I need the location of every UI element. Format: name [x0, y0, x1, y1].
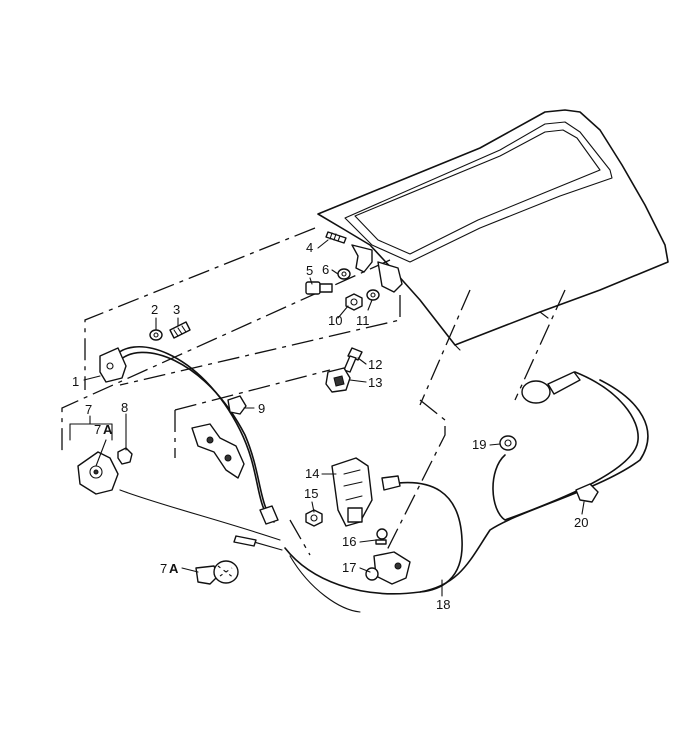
callout-14: 14 [305, 466, 319, 481]
part-1-bracket [99, 347, 127, 383]
assembly-frames [61, 227, 566, 561]
callout-18: 18 [436, 597, 450, 612]
callout-9: 9 [258, 401, 265, 416]
callout-12: 12 [368, 357, 382, 372]
callout-7: 7 [85, 402, 92, 417]
part-5-bolt [305, 281, 333, 295]
callout-15: 15 [304, 486, 318, 501]
part-11-washer [366, 289, 380, 301]
part-7-release-lever [77, 451, 119, 495]
callout-5: 5 [306, 263, 313, 278]
part-17-lock-cylinder [365, 551, 411, 585]
callout-6: 6 [322, 262, 329, 277]
cable-terminals [233, 475, 401, 547]
callout-17: 17 [342, 560, 356, 575]
lid-cable-connector [521, 371, 581, 404]
callout-11: 11 [356, 313, 370, 328]
callout-16: 16 [342, 534, 356, 549]
callout-7a-letter: A [103, 422, 113, 437]
callout-3: 3 [173, 302, 180, 317]
part-9-clip [227, 395, 247, 415]
part-16-screw [375, 528, 388, 545]
part-14-latch [331, 457, 373, 527]
part-2-washer [149, 329, 163, 341]
callout-13: 13 [368, 375, 382, 390]
part-4-screw [325, 231, 347, 244]
callout-8: 8 [121, 400, 128, 415]
callout-labels: 1 2 3 4 5 6 7 7 A 8 9 10 11 12 13 14 15 … [72, 240, 588, 612]
lid-hinge-bracket [351, 244, 403, 293]
part-3-bolt [169, 321, 191, 339]
callout-2: 2 [151, 302, 158, 317]
part-6-washer [337, 268, 351, 280]
callout-1: 1 [72, 374, 79, 389]
callout-4: 4 [306, 240, 313, 255]
callout-19: 19 [472, 437, 486, 452]
rear-lid [317, 109, 669, 351]
leader-lines [69, 239, 585, 597]
release-cables [111, 346, 649, 613]
part-10-nut [345, 293, 363, 311]
callout-7a-number: 7 [94, 422, 101, 437]
callout-10: 10 [328, 313, 342, 328]
part-20-cable-clip [575, 483, 599, 503]
callout-7a2-letter: A [169, 561, 179, 576]
part-19-grommet [499, 435, 517, 451]
lock-mechanism [191, 423, 245, 479]
part-12-bolt [343, 347, 363, 373]
part-8-nut [117, 447, 133, 465]
callout-7a2-number: 7 [160, 561, 167, 576]
part-7a-knob [195, 560, 239, 585]
callout-20: 20 [574, 515, 588, 530]
part-13-clip [325, 367, 351, 393]
